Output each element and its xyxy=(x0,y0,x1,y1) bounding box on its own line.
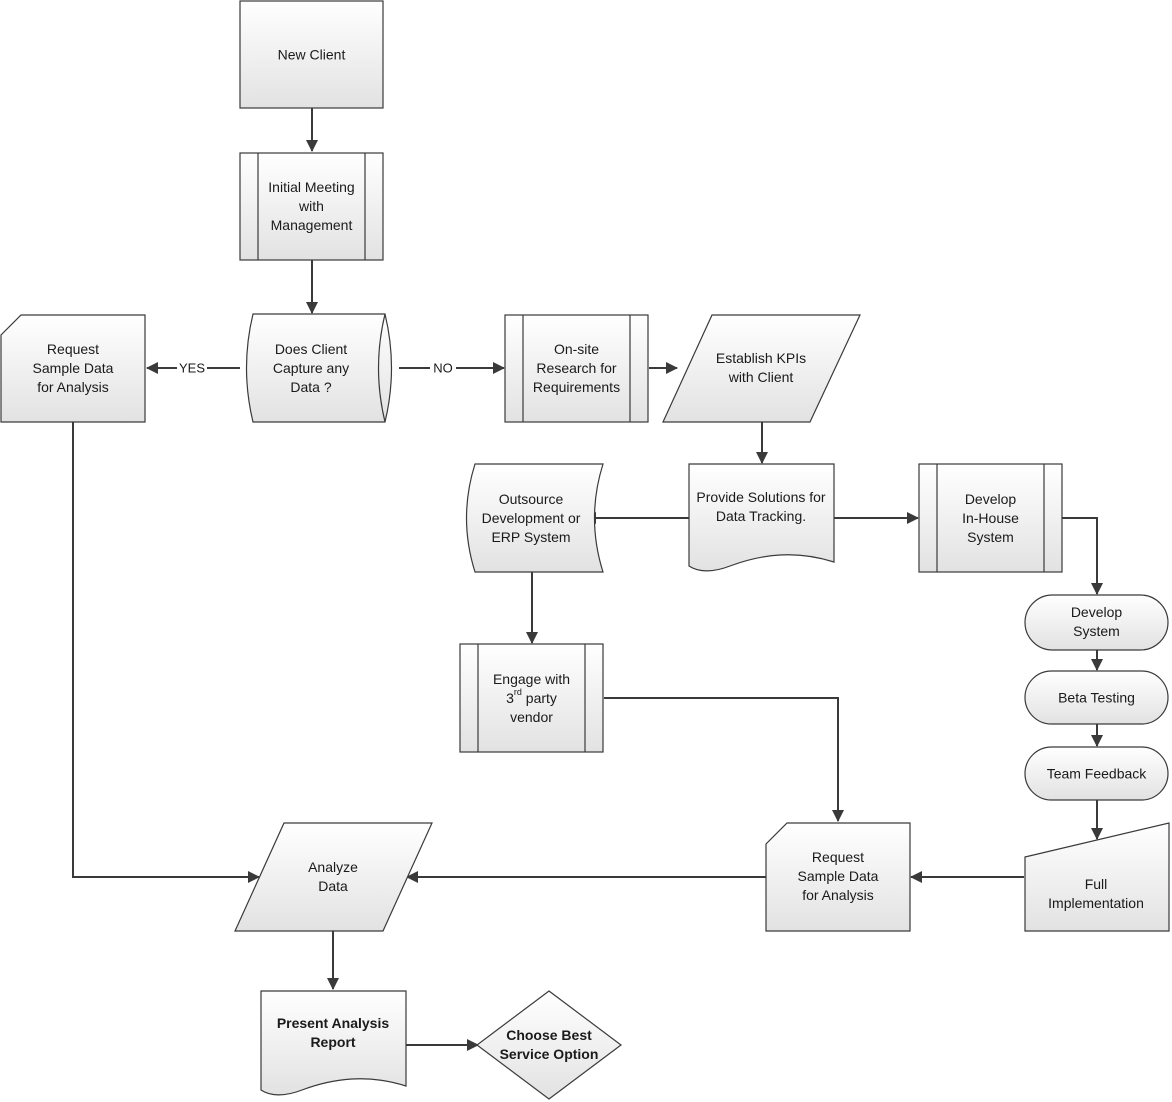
node-request-sample-right: Request Sample Data for Analysis xyxy=(765,822,911,932)
node-label: Sample Data xyxy=(33,360,114,376)
node-beta-testing: Beta Testing xyxy=(1024,670,1169,725)
node-label: Develop xyxy=(965,491,1017,507)
node-label: Team Feedback xyxy=(1047,766,1148,782)
node-analyze-data: Analyze Data xyxy=(234,822,433,932)
node-label: Initial Meeting xyxy=(268,179,354,195)
node-label: vendor xyxy=(510,709,553,725)
node-label: Report xyxy=(310,1034,355,1050)
node-label: New Client xyxy=(278,47,346,63)
node-label: Beta Testing xyxy=(1058,690,1135,706)
node-capture-data: Does Client Capture any Data ? xyxy=(245,313,393,423)
ordinal-number: 3 xyxy=(506,690,514,706)
node-choose-option: Choose Best Service Option xyxy=(476,990,622,1100)
node-label: Data ? xyxy=(290,379,331,395)
edge-request-left-to-analyze xyxy=(72,422,260,883)
edge-inhouse-to-develop xyxy=(1062,517,1103,595)
node-label: Establish KPIs xyxy=(716,350,806,366)
node-full-implementation: Full Implementation xyxy=(1024,822,1170,932)
node-label: Develop xyxy=(1071,604,1123,620)
node-label: Sample Data xyxy=(798,868,879,884)
node-label: Capture any xyxy=(273,360,349,376)
node-establish-kpis: Establish KPIs with Client xyxy=(662,314,861,423)
node-request-sample-left: Request Sample Data for Analysis xyxy=(0,314,146,423)
node-develop-inhouse: Develop In-House System xyxy=(918,463,1063,573)
node-label: Request xyxy=(47,341,99,357)
ordinal-rest: party xyxy=(522,690,557,706)
edge-engage-to-request xyxy=(604,697,844,822)
ordinal-suffix: rd xyxy=(514,687,522,697)
node-label: Choose Best xyxy=(506,1027,592,1043)
node-label: Research for xyxy=(536,360,616,376)
node-label: Outsource xyxy=(499,491,564,507)
edges: YES NO xyxy=(72,108,1103,1051)
node-onsite-research: On-site Research for Requirements xyxy=(504,314,649,423)
node-develop-system: Develop System xyxy=(1024,594,1169,651)
node-new-client: New Client xyxy=(239,0,384,109)
node-outsource: Outsource Development or ERP System xyxy=(465,463,604,573)
node-label: Implementation xyxy=(1048,895,1144,911)
node-label: System xyxy=(967,529,1014,545)
node-initial-meeting: Initial Meeting with Management xyxy=(239,152,384,261)
node-label: with Client xyxy=(728,369,794,385)
node-provide-solutions: Provide Solutions for Data Tracking. xyxy=(688,463,835,572)
node-label: Development or xyxy=(482,510,581,526)
node-label: Data xyxy=(318,878,348,894)
node-label: Full xyxy=(1085,876,1108,892)
node-label: Provide Solutions for xyxy=(696,489,826,505)
node-label: Management xyxy=(271,217,353,233)
node-label: Analyze xyxy=(308,859,358,875)
edge-label-yes: YES xyxy=(179,361,205,376)
node-label: On-site xyxy=(554,341,599,357)
node-label: Requirements xyxy=(533,379,620,395)
node-label: Request xyxy=(812,849,864,865)
node-label: System xyxy=(1073,623,1120,639)
node-label: In-House xyxy=(962,510,1019,526)
node-label: Engage with xyxy=(493,671,570,687)
node-label: for Analysis xyxy=(37,379,109,395)
node-label: 3rd party xyxy=(506,687,557,706)
node-label: Service Option xyxy=(500,1046,599,1062)
node-team-feedback: Team Feedback xyxy=(1024,746,1169,801)
node-label: with xyxy=(298,198,324,214)
node-engage-vendor: Engage with 3rd party vendor xyxy=(459,643,604,753)
node-label: ERP System xyxy=(491,529,570,545)
node-label: for Analysis xyxy=(802,887,874,903)
edge-label-no: NO xyxy=(433,361,453,376)
node-label: Present Analysis xyxy=(277,1015,390,1031)
node-label: Does Client xyxy=(275,341,347,357)
node-present-report: Present Analysis Report xyxy=(260,990,407,1096)
node-label: Data Tracking. xyxy=(716,508,806,524)
